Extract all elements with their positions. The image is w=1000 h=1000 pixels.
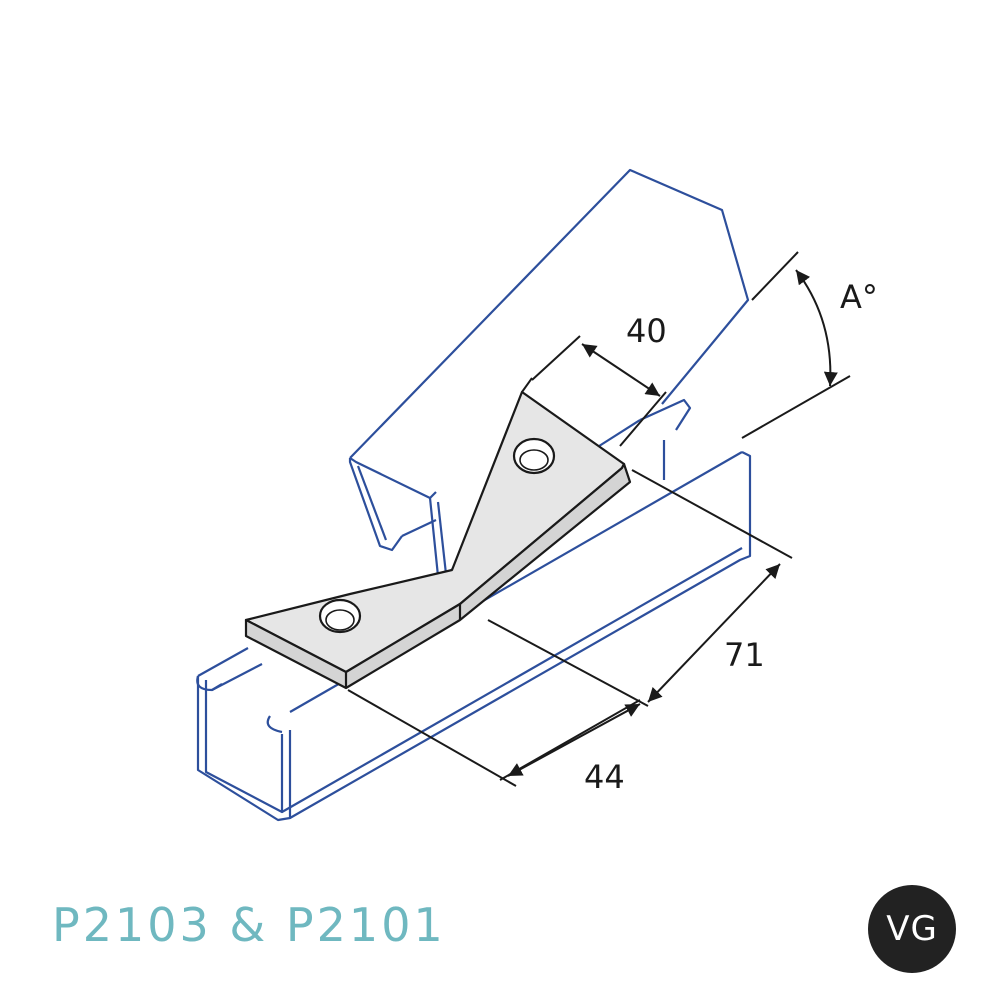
dimension-angle [741,251,851,439]
dimension-offset [347,689,641,787]
product-title: P2103 & P2101 [52,898,446,952]
bolt-hole-lower [318,598,362,634]
dimension-length [487,469,793,707]
dimension-width-label: 40 [626,312,667,350]
bolt-hole-upper [512,437,556,475]
dimension-offset-label: 44 [584,758,625,796]
bracket-thickness-edge [244,462,632,690]
vg-logo: VG [868,885,956,973]
dimension-width [521,335,667,447]
vg-logo-text: VG [886,909,938,949]
angle-bracket [244,390,632,690]
dimension-angle-label: A° [840,278,878,316]
dimension-length-label: 71 [724,636,765,674]
